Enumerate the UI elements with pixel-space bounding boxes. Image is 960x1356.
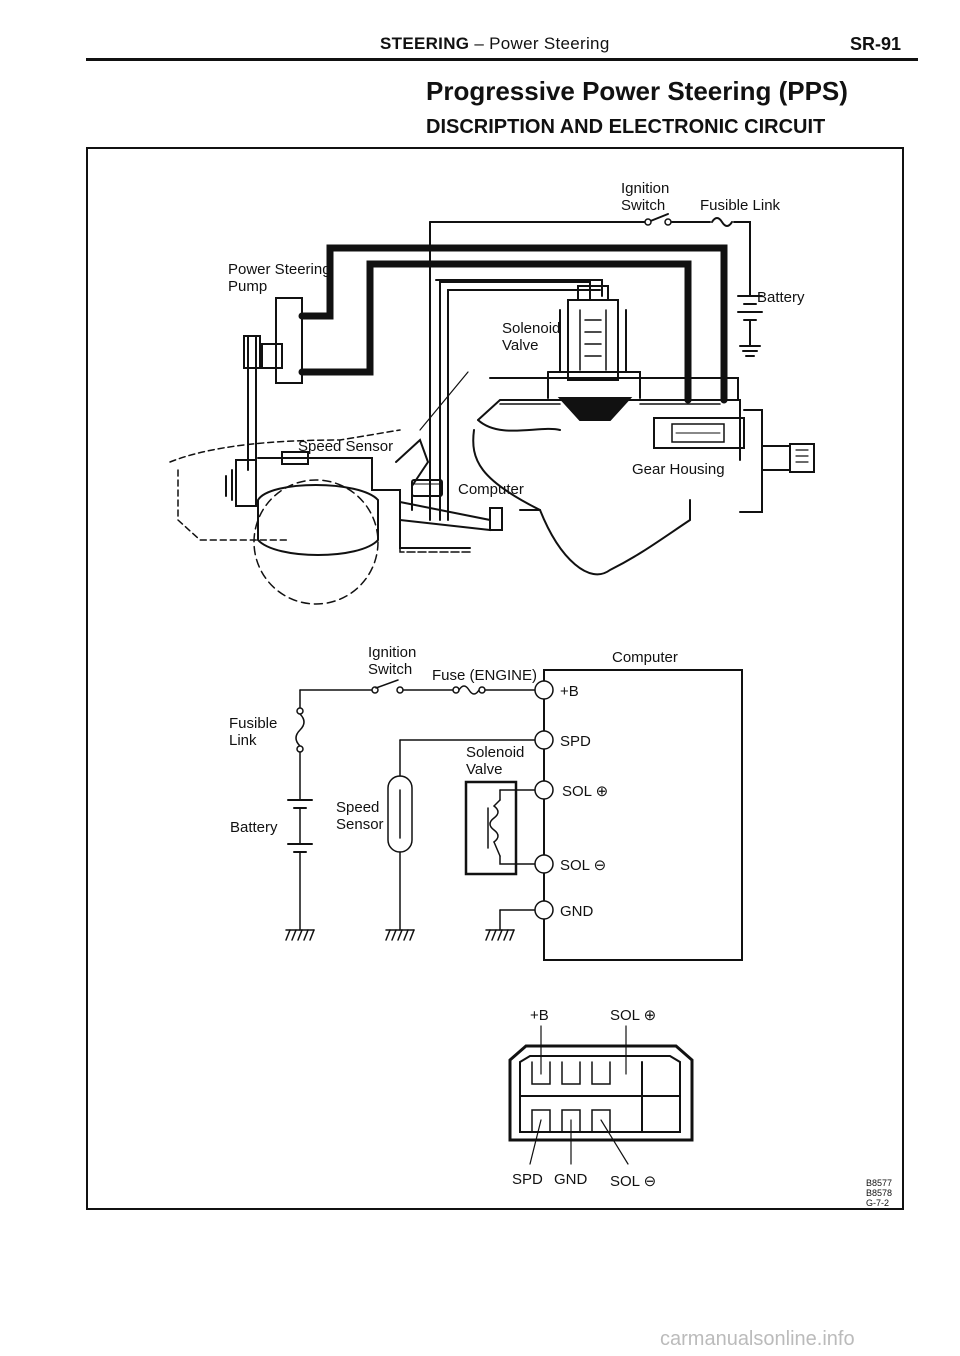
ill-fusible-link-label: Fusible Link — [700, 197, 781, 214]
running-header: STEERING – Power Steering — [380, 34, 610, 54]
circ-fuse-label: Fuse (ENGINE) — [432, 667, 537, 684]
page-subtitle: DISCRIPTION AND ELECTRONIC CIRCUIT — [426, 116, 826, 138]
ill-solenoid-label-1: Solenoid — [502, 320, 560, 337]
figure-code-2: B8578 — [866, 1188, 892, 1198]
figure-code-3: G-7-2 — [866, 1198, 889, 1208]
terminal-label-b: +B — [560, 683, 579, 700]
connector-label-b: +B — [530, 1007, 549, 1024]
circ-fusible-label-2: Link — [229, 732, 257, 749]
terminal-label-spd: SPD — [560, 733, 591, 750]
circ-ignition-label-1: Ignition — [368, 644, 416, 661]
ill-pump-label-1: Power Steering — [228, 261, 331, 278]
terminal-label-gnd: GND — [560, 903, 594, 920]
page-number: SR-91 — [850, 34, 902, 54]
ill-battery-label: Battery — [757, 289, 805, 306]
header-separator: – — [474, 34, 485, 53]
connector-label-sol-plus: SOL ⊕ — [610, 1007, 656, 1024]
circ-battery-label: Battery — [230, 819, 278, 836]
ill-ignition-label-1: Ignition — [621, 180, 669, 197]
connector-label-sol-minus: SOL ⊖ — [610, 1173, 656, 1190]
ill-computer-label: Computer — [458, 481, 524, 498]
section-name: STEERING — [380, 34, 470, 53]
connector-label-spd: SPD — [512, 1171, 543, 1188]
subsection-name: Power Steering — [489, 34, 610, 53]
ill-speed-sensor-label: Speed Sensor — [298, 438, 393, 455]
wiring-circuit — [285, 669, 743, 961]
circ-speed-label-1: Speed — [336, 799, 379, 816]
circ-solenoid-label-2: Valve — [466, 761, 502, 778]
connector-label-gnd: GND — [554, 1171, 588, 1188]
ill-pump-label-2: Pump — [228, 278, 267, 295]
header-rule — [86, 58, 918, 61]
vehicle-illustration — [169, 213, 815, 605]
terminal-label-sol-minus: SOL ⊖ — [560, 857, 606, 874]
terminal-label-sol-plus: SOL ⊕ — [562, 783, 608, 800]
circ-speed-label-2: Sensor — [336, 816, 384, 833]
connector-diagram — [508, 1025, 694, 1165]
ill-ignition-label-2: Switch — [621, 197, 665, 214]
circ-solenoid-label-1: Solenoid — [466, 744, 524, 761]
circ-computer-label: Computer — [612, 649, 678, 666]
ill-gear-housing-label: Gear Housing — [632, 461, 725, 478]
circ-fusible-label-1: Fusible — [229, 715, 277, 732]
figure-frame — [86, 147, 904, 1210]
circ-ignition-label-2: Switch — [368, 661, 412, 678]
figure-code-1: B8577 — [866, 1178, 892, 1188]
page-title: Progressive Power Steering (PPS) — [426, 76, 848, 106]
ill-solenoid-label-2: Valve — [502, 337, 538, 354]
watermark: carmanualsonline.info — [660, 1328, 855, 1350]
